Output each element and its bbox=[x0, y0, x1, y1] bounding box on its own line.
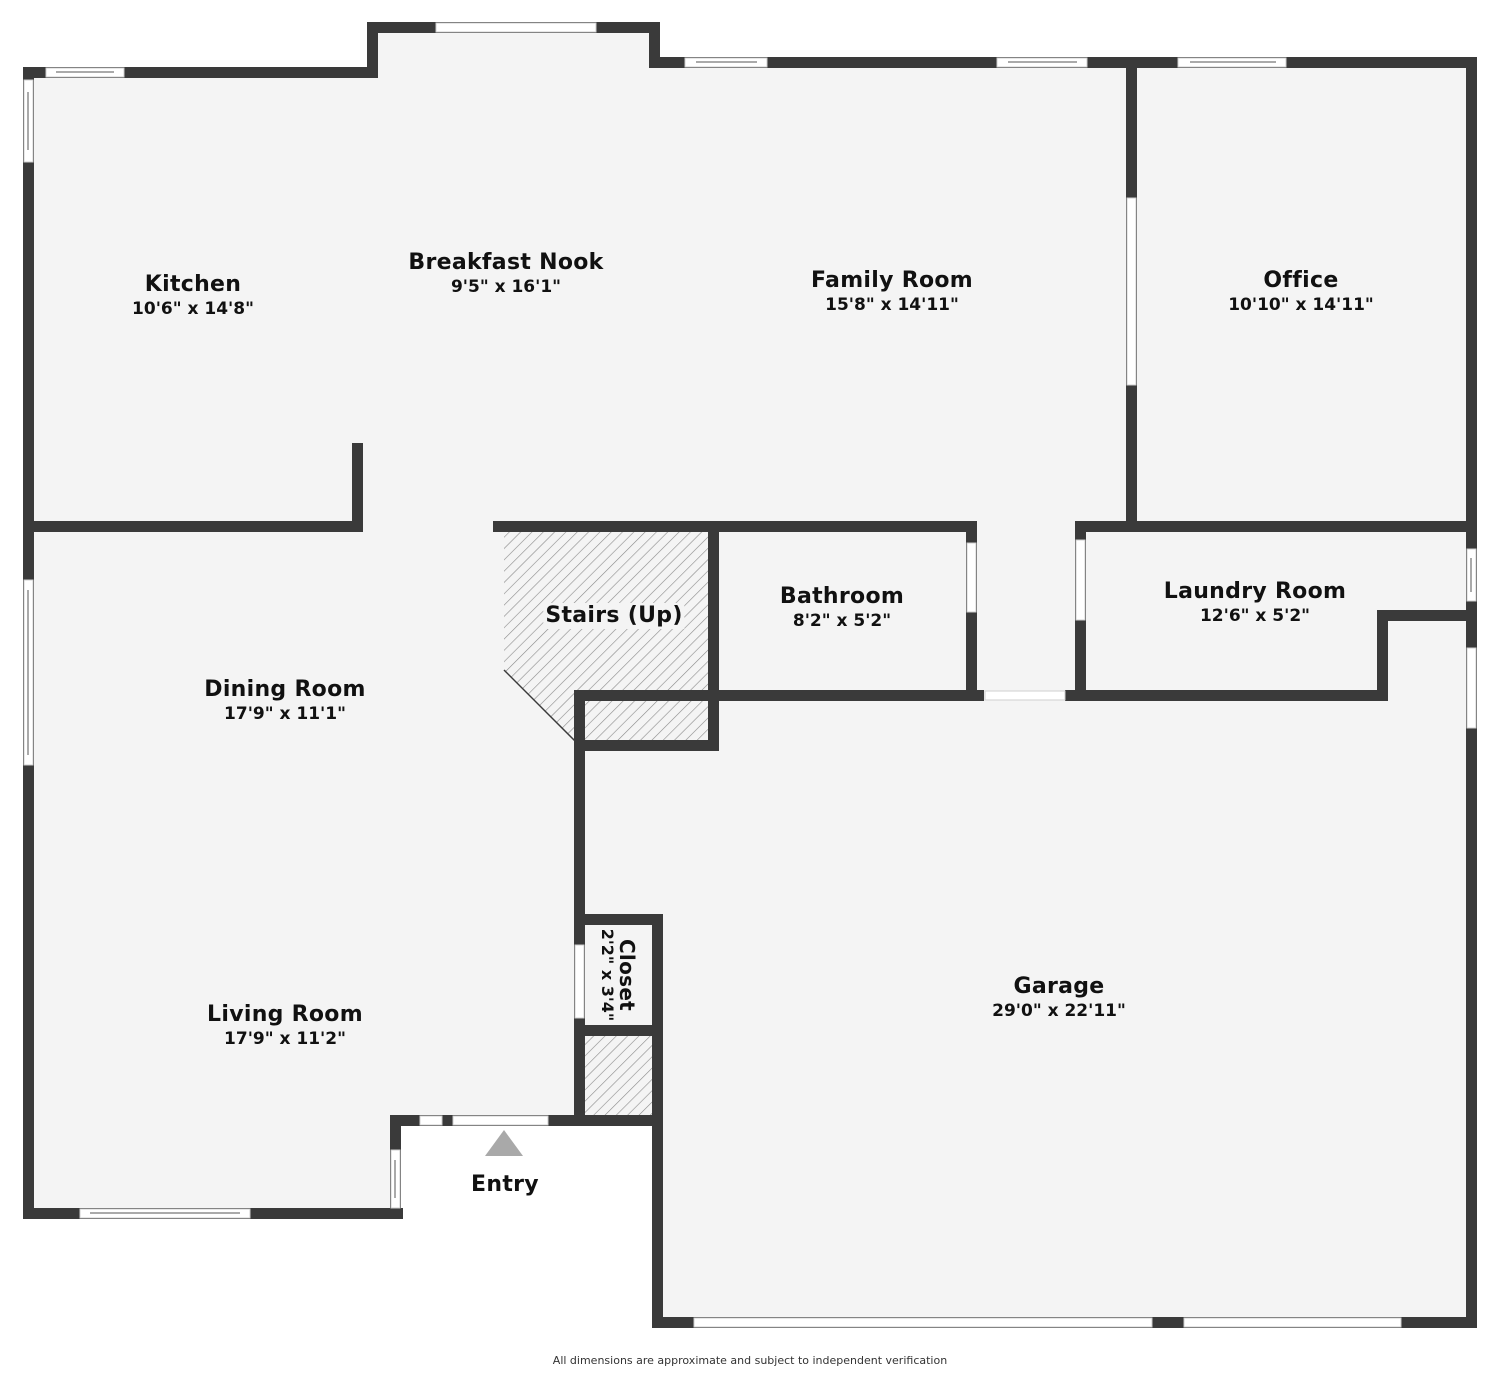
room-label-dining-room: Dining Room 17'9" x 11'1" bbox=[204, 677, 365, 725]
closet-storage-hatch bbox=[584, 1035, 652, 1115]
room-dimensions: 9'5" x 16'1" bbox=[450, 277, 562, 297]
room-name: Dining Room bbox=[204, 677, 366, 702]
room-dimensions: 8'2" x 5'2" bbox=[792, 611, 892, 631]
room-name: Laundry Room bbox=[1163, 579, 1347, 604]
window-sashes bbox=[27, 61, 1472, 1214]
room-label-laundry-room: Laundry Room 12'6" x 5'2" bbox=[1164, 579, 1346, 627]
room-label-entry: Entry bbox=[471, 1172, 539, 1198]
room-label-family-room: Family Room 15'8" x 14'11" bbox=[811, 268, 973, 316]
stairs-hatch bbox=[504, 531, 710, 740]
room-label-office: Office 10'10" x 14'11" bbox=[1228, 268, 1374, 316]
room-name: Stairs (Up) bbox=[543, 603, 685, 629]
disclaimer-note: All dimensions are approximate and subje… bbox=[552, 1354, 948, 1367]
entry-door bbox=[452, 1115, 549, 1126]
room-dimensions: 10'10" x 14'11" bbox=[1228, 295, 1374, 315]
doorway bbox=[966, 542, 977, 613]
room-name: Garage bbox=[1013, 974, 1105, 999]
room-dimensions: 10'6" x 14'8" bbox=[132, 299, 254, 319]
room-dimensions: 12'6" x 5'2" bbox=[1199, 606, 1311, 626]
window bbox=[435, 22, 597, 33]
garage-door bbox=[693, 1317, 1153, 1328]
room-name: Office bbox=[1263, 268, 1339, 293]
doorway bbox=[574, 944, 585, 1019]
room-label-kitchen: Kitchen 10'6" x 14'8" bbox=[132, 272, 254, 320]
room-name: Family Room bbox=[811, 268, 973, 293]
room-dimensions: 15'8" x 14'11" bbox=[825, 295, 959, 315]
garage-door bbox=[1183, 1317, 1402, 1328]
room-dimensions: 17'9" x 11'2" bbox=[224, 1029, 346, 1049]
room-name: Living Room bbox=[207, 1002, 363, 1027]
room-name: Kitchen bbox=[144, 272, 242, 297]
stair-diagonal bbox=[503, 669, 577, 743]
room-name: Entry bbox=[471, 1172, 539, 1197]
room-name: Bathroom bbox=[779, 584, 905, 609]
stair-landing-hatch bbox=[584, 700, 710, 740]
room-label-bathroom: Bathroom 8'2" x 5'2" bbox=[780, 584, 904, 632]
doorway bbox=[1466, 647, 1477, 729]
room-label-breakfast-nook: Breakfast Nook 9'5" x 16'1" bbox=[408, 250, 603, 298]
room-name: Closet bbox=[615, 938, 639, 1012]
floor-fills bbox=[29, 28, 1470, 1322]
doorway bbox=[1126, 197, 1137, 386]
room-dimensions: 29'0" x 22'11" bbox=[992, 1001, 1126, 1021]
closet-floor bbox=[584, 925, 652, 1025]
room-dimensions: 17'9" x 11'1" bbox=[224, 704, 346, 724]
entry-area bbox=[399, 1124, 655, 1324]
doorway bbox=[1075, 539, 1086, 621]
room-name: Breakfast Nook bbox=[408, 250, 604, 275]
room-dimensions: 2'2" x 3'4" bbox=[598, 928, 617, 1022]
doorway bbox=[984, 690, 1066, 701]
room-label-closet: Closet 2'2" x 3'4" bbox=[598, 928, 639, 1022]
entry-arrow-icon bbox=[485, 1130, 523, 1156]
room-label-living-room: Living Room 17'9" x 11'2" bbox=[207, 1002, 363, 1050]
window bbox=[419, 1115, 443, 1126]
room-label-garage: Garage 29'0" x 22'11" bbox=[992, 974, 1126, 1022]
room-label-stairs: Stairs (Up) bbox=[543, 603, 685, 629]
